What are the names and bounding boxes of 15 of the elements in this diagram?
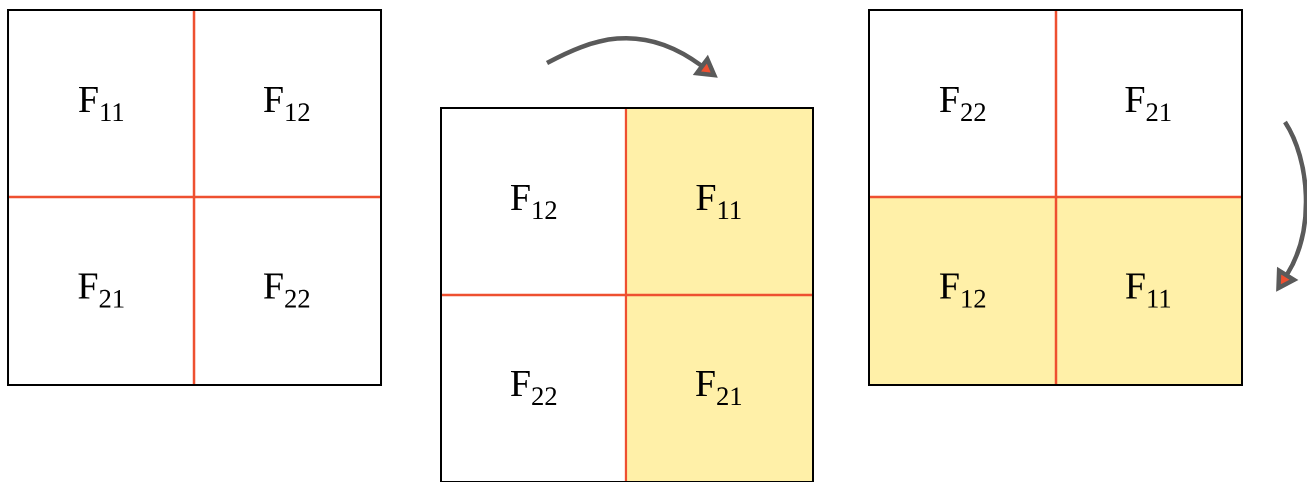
matrix-cell: F$_{21}$ — [78, 273, 124, 308]
matrix-cell: F$_{12}$ — [870, 197, 1056, 384]
matrix-grid — [440, 107, 814, 482]
matrix-cell: F$_{11}$ — [626, 109, 812, 295]
matrix-grid — [7, 9, 382, 386]
matrix-cell: F$_{22}$ — [264, 273, 310, 308]
matrix-grid — [868, 9, 1243, 386]
matrix-cell: F$_{21}$ — [626, 295, 812, 481]
matrix-cell: F$_{12}$ — [511, 185, 557, 219]
matrix-cell: F$_{12}$ — [264, 87, 310, 121]
matrix-cell: F$_{11}$ — [1056, 197, 1241, 384]
matrix-cell: F$_{11}$ — [79, 87, 124, 121]
matrix-cell: F$_{21}$ — [1125, 87, 1171, 121]
matrix-cell: F$_{22}$ — [511, 371, 557, 405]
matrix-cell: F$_{22}$ — [940, 87, 986, 121]
